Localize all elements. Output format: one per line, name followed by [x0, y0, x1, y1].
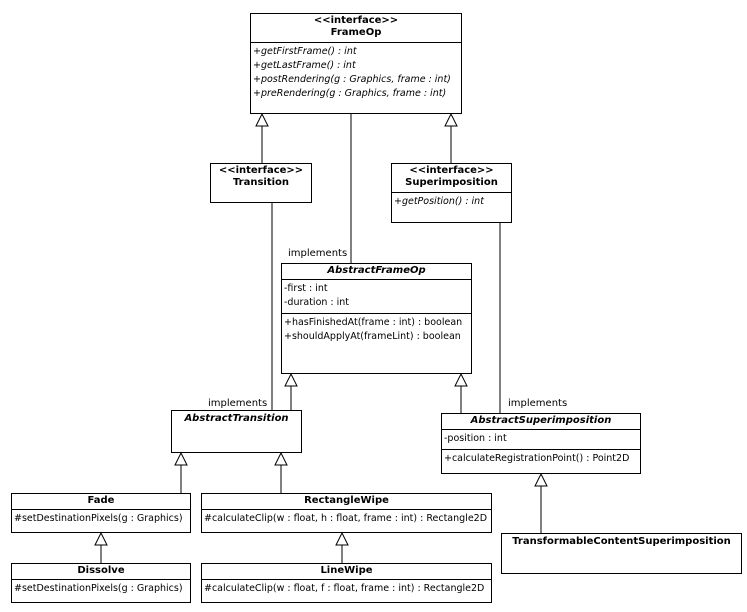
abstractframeop-name: AbstractFrameOp	[327, 265, 426, 276]
abstractsuperimposition-operations: +calculateRegistrationPoint() : Point2D	[442, 450, 640, 469]
superimposition-name: Superimposition	[405, 177, 498, 188]
class-transition[interactable]: <<interface>> Transition	[210, 163, 312, 203]
class-rectanglewipe[interactable]: RectangleWipe #calculateClip(w : float, …	[201, 493, 492, 533]
transition-name: Transition	[232, 177, 290, 188]
generalization-arrow-transformable-abstractsuperimposition	[534, 472, 548, 487]
operation: +preRendering(g : Graphics, frame : int)	[253, 88, 447, 99]
generalization-arrow-dissolve-fade	[94, 531, 108, 546]
operation: #setDestinationPixels(g : Graphics)	[14, 513, 183, 524]
abstractsuperimposition-name: AbstractSuperimposition	[470, 415, 612, 426]
implements-label-transition: implements	[208, 398, 268, 409]
class-linewipe[interactable]: LineWipe #calculateClip(w : float, f : f…	[201, 563, 492, 603]
operation: +getLastFrame() : int	[253, 60, 356, 71]
generalization-arrow-superimposition-frameop	[444, 112, 458, 127]
transition-stereotype: <<interface>>	[218, 165, 304, 176]
abstractframeop-operations: +hasFinishedAt(frame : int) : boolean +s…	[282, 314, 471, 347]
frameop-stereotype: <<interface>>	[313, 15, 399, 26]
operation: +getFirstFrame() : int	[253, 46, 357, 57]
operation: +calculateRegistrationPoint() : Point2D	[444, 453, 630, 464]
implements-label-frameop: implements	[288, 248, 348, 259]
class-dissolve-header: Dissolve	[12, 564, 190, 580]
class-superimposition-header: <<interface>> Superimposition	[392, 164, 511, 193]
linewipe-name: LineWipe	[320, 565, 373, 576]
class-fade-header: Fade	[12, 494, 190, 510]
operation: +getPosition() : int	[394, 196, 484, 207]
class-transformable-header: TransformableContentSuperimposition	[502, 534, 741, 551]
operation: +shouldApplyAt(frameLint) : boolean	[284, 331, 461, 342]
implements-label-superimposition: implements	[508, 398, 568, 409]
attribute: -position : int	[444, 433, 507, 444]
class-transformablecontentsuperimposition[interactable]: TransformableContentSuperimposition	[501, 533, 742, 574]
dissolve-operations: #setDestinationPixels(g : Graphics)	[12, 580, 190, 599]
abstracttransition-name: AbstractTransition	[184, 413, 289, 424]
class-superimposition[interactable]: <<interface>> Superimposition +getPositi…	[391, 163, 512, 223]
generalization-arrow-transition-frameop	[255, 112, 269, 127]
frameop-name: FrameOp	[330, 27, 382, 38]
class-abstractsuperimposition-header: AbstractSuperimposition	[442, 414, 640, 430]
fade-name: Fade	[87, 495, 115, 506]
class-abstracttransition-header: AbstractTransition	[172, 411, 301, 428]
attribute: -first : int	[284, 283, 328, 294]
class-transition-header: <<interface>> Transition	[211, 164, 311, 192]
class-abstractframeop-header: AbstractFrameOp	[282, 264, 471, 280]
class-abstracttransition[interactable]: AbstractTransition	[171, 410, 302, 453]
class-frameop[interactable]: <<interface>> FrameOp +getFirstFrame() :…	[250, 13, 462, 114]
generalization-arrow-rectanglewipe-abstracttransition	[274, 451, 288, 466]
transformable-name: TransformableContentSuperimposition	[512, 536, 731, 547]
generalization-arrow-fade-abstracttransition	[174, 451, 188, 466]
superimposition-stereotype: <<interface>>	[409, 165, 494, 176]
operation: #calculateClip(w : float, h : float, fra…	[204, 513, 488, 524]
operation: +postRendering(g : Graphics, frame : int…	[253, 74, 451, 85]
superimposition-operations: +getPosition() : int	[392, 193, 511, 212]
generalization-arrow-abstracttransition-abstractframeop	[284, 372, 298, 387]
attribute: -duration : int	[284, 297, 350, 308]
class-abstractframeop[interactable]: AbstractFrameOp -first : int -duration :…	[281, 263, 472, 374]
abstractframeop-attributes: -first : int -duration : int	[282, 280, 471, 314]
generalization-arrow-abstractsuperimposition-abstractframeop	[454, 372, 468, 387]
class-frameop-header: <<interface>> FrameOp	[251, 14, 461, 43]
class-rectanglewipe-header: RectangleWipe	[202, 494, 491, 510]
class-dissolve[interactable]: Dissolve #setDestinationPixels(g : Graph…	[11, 563, 191, 603]
linewipe-operations: #calculateClip(w : float, f : float, fra…	[202, 580, 491, 599]
class-linewipe-header: LineWipe	[202, 564, 491, 580]
operation: #setDestinationPixels(g : Graphics)	[14, 583, 183, 594]
fade-operations: #setDestinationPixels(g : Graphics)	[12, 510, 190, 529]
rectanglewipe-operations: #calculateClip(w : float, h : float, fra…	[202, 510, 491, 529]
generalization-arrow-linewipe-rectanglewipe	[335, 531, 349, 546]
operation: +hasFinishedAt(frame : int) : boolean	[284, 317, 463, 328]
abstractsuperimposition-attributes: -position : int	[442, 430, 640, 450]
operation: #calculateClip(w : float, f : float, fra…	[204, 583, 485, 594]
class-fade[interactable]: Fade #setDestinationPixels(g : Graphics)	[11, 493, 191, 533]
frameop-operations: +getFirstFrame() : int +getLastFrame() :…	[251, 43, 461, 104]
rectanglewipe-name: RectangleWipe	[304, 495, 389, 506]
class-abstractsuperimposition[interactable]: AbstractSuperimposition -position : int …	[441, 413, 641, 474]
dissolve-name: Dissolve	[77, 565, 125, 576]
